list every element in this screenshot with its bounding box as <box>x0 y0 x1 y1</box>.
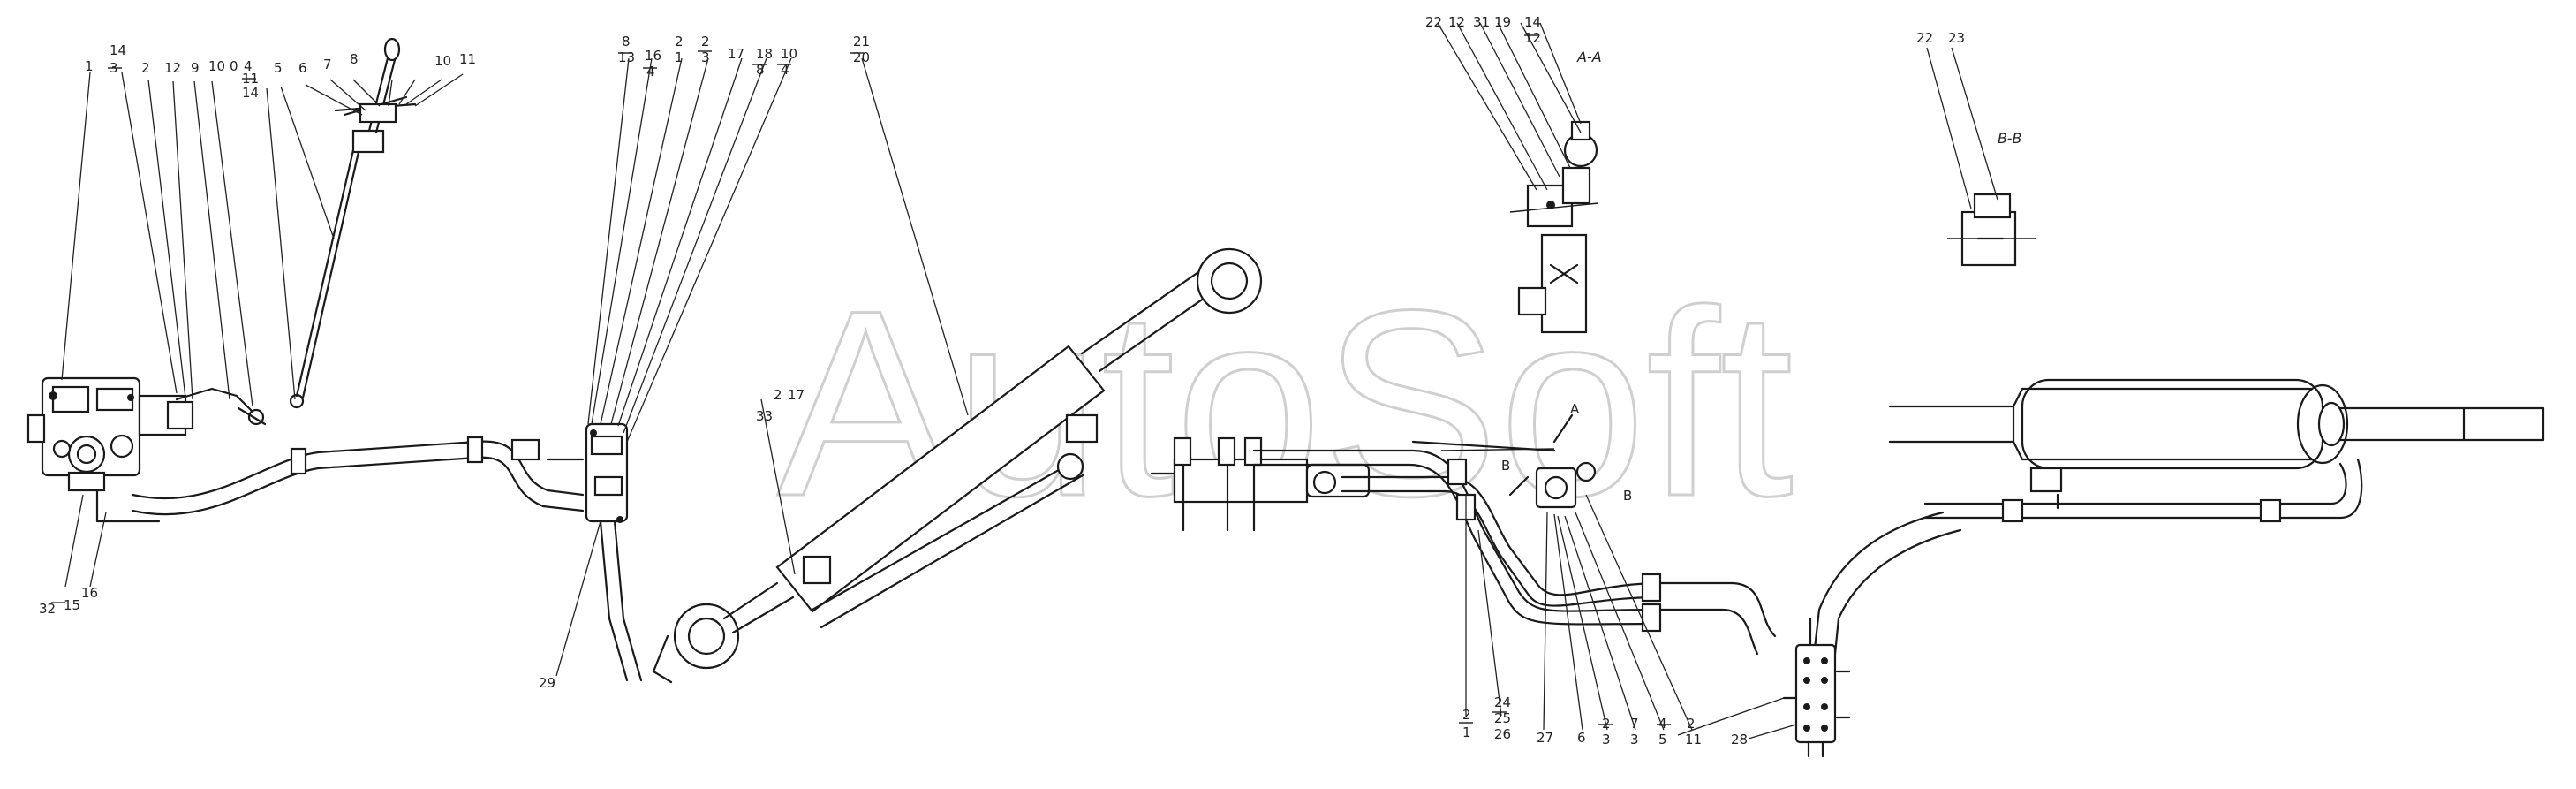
label-4c: 4 <box>646 64 655 80</box>
label-32: 32 <box>39 601 56 617</box>
label-b2c: 2 <box>1687 716 1696 732</box>
label-12: 12 <box>164 60 181 76</box>
label-b6: 6 <box>1577 730 1586 746</box>
label-16: 16 <box>81 585 98 601</box>
label-17c: 17 <box>728 46 744 62</box>
section-a-a-title: A-A <box>1576 49 1602 65</box>
label-4: 4 <box>244 58 253 74</box>
label-b27: 27 <box>1537 730 1553 746</box>
leader-lines <box>51 22 1998 740</box>
label-13c: 13 <box>618 49 635 65</box>
label-s12b: 12 <box>1524 30 1541 46</box>
label-10b: 10 <box>434 53 451 69</box>
label-s19: 19 <box>1494 14 1511 30</box>
label-16c: 16 <box>645 48 661 64</box>
label-1c: 1 <box>675 49 684 65</box>
label-3d: 3 <box>701 49 710 65</box>
pressure-pipe-left <box>95 436 585 523</box>
label-4d: 4 <box>781 62 789 78</box>
center-pipes <box>1252 440 1777 656</box>
label-s22: 22 <box>1425 14 1442 30</box>
marker-b-right: B <box>1623 488 1632 504</box>
label-b7: 7 <box>1630 716 1639 732</box>
label-14: 14 <box>110 42 126 58</box>
label-6: 6 <box>298 60 307 76</box>
hydraulic-cylinder-main <box>652 247 1263 684</box>
label-2c: 2 <box>675 34 684 49</box>
label-11: 11 <box>242 71 259 87</box>
label-b3b: 3 <box>1630 732 1639 747</box>
label-b3: 3 <box>1602 732 1611 747</box>
label-b25: 25 <box>1494 710 1511 726</box>
label-b2: 2 <box>1462 707 1471 723</box>
label-17e: 17 <box>788 387 805 403</box>
control-lever <box>334 37 417 154</box>
label-2d: 2 <box>701 34 710 49</box>
label-7: 7 <box>323 57 332 72</box>
label-14b: 14 <box>242 85 259 101</box>
distributor-block-right <box>1782 643 1851 758</box>
center-distributor <box>1150 436 1371 532</box>
label-8: 8 <box>350 51 359 67</box>
label-21: 21 <box>853 34 870 49</box>
label-8c: 8 <box>622 34 631 49</box>
label-2: 2 <box>141 60 150 76</box>
label-b4: 4 <box>1658 716 1667 732</box>
label-20: 20 <box>853 49 870 65</box>
label-33: 33 <box>756 408 773 424</box>
label-8d: 8 <box>756 62 765 78</box>
marker-a: A <box>1570 401 1580 417</box>
label-5: 5 <box>274 60 283 76</box>
label-b26: 26 <box>1494 726 1511 742</box>
callout-labels: 1 14 3 2 12 9 10 0 4 11 14 5 6 7 8 10 11… <box>39 14 2021 747</box>
label-s23: 23 <box>1948 30 1965 46</box>
label-0: 0 <box>230 58 238 74</box>
label-b24: 24 <box>1494 694 1511 710</box>
section-b-b <box>1947 193 2036 267</box>
label-11b: 11 <box>459 51 476 67</box>
label-18c: 18 <box>756 46 773 62</box>
label-9: 9 <box>191 60 200 76</box>
label-15: 15 <box>64 597 80 613</box>
label-underlines <box>108 34 1671 725</box>
section-a-a <box>1509 120 1599 334</box>
label-s12: 12 <box>1448 14 1465 30</box>
label-s14: 14 <box>1524 14 1541 30</box>
label-b2b: 2 <box>1602 716 1611 732</box>
label-3: 3 <box>110 60 118 76</box>
label-b5: 5 <box>1658 732 1667 747</box>
label-29: 29 <box>539 675 555 691</box>
label-s31: 31 <box>1473 14 1490 30</box>
control-linkage <box>175 148 360 426</box>
label-1: 1 <box>85 58 94 74</box>
control-valve <box>26 376 194 492</box>
section-b-b-title: B-B <box>1998 130 2021 147</box>
return-pipes-right <box>1809 458 2363 691</box>
label-b11: 11 <box>1685 732 1702 747</box>
marker-b-left: B <box>1501 458 1510 474</box>
valve-block-b <box>1440 413 1597 509</box>
hydraulic-tank <box>1888 378 2545 493</box>
label-10: 10 <box>208 58 225 74</box>
label-b28: 28 <box>1731 732 1748 747</box>
label-s22b: 22 <box>1916 30 1933 46</box>
tee-block <box>546 422 643 682</box>
label-10c: 10 <box>781 46 797 62</box>
label-2e: 2 <box>774 387 782 403</box>
label-b1: 1 <box>1462 725 1471 740</box>
